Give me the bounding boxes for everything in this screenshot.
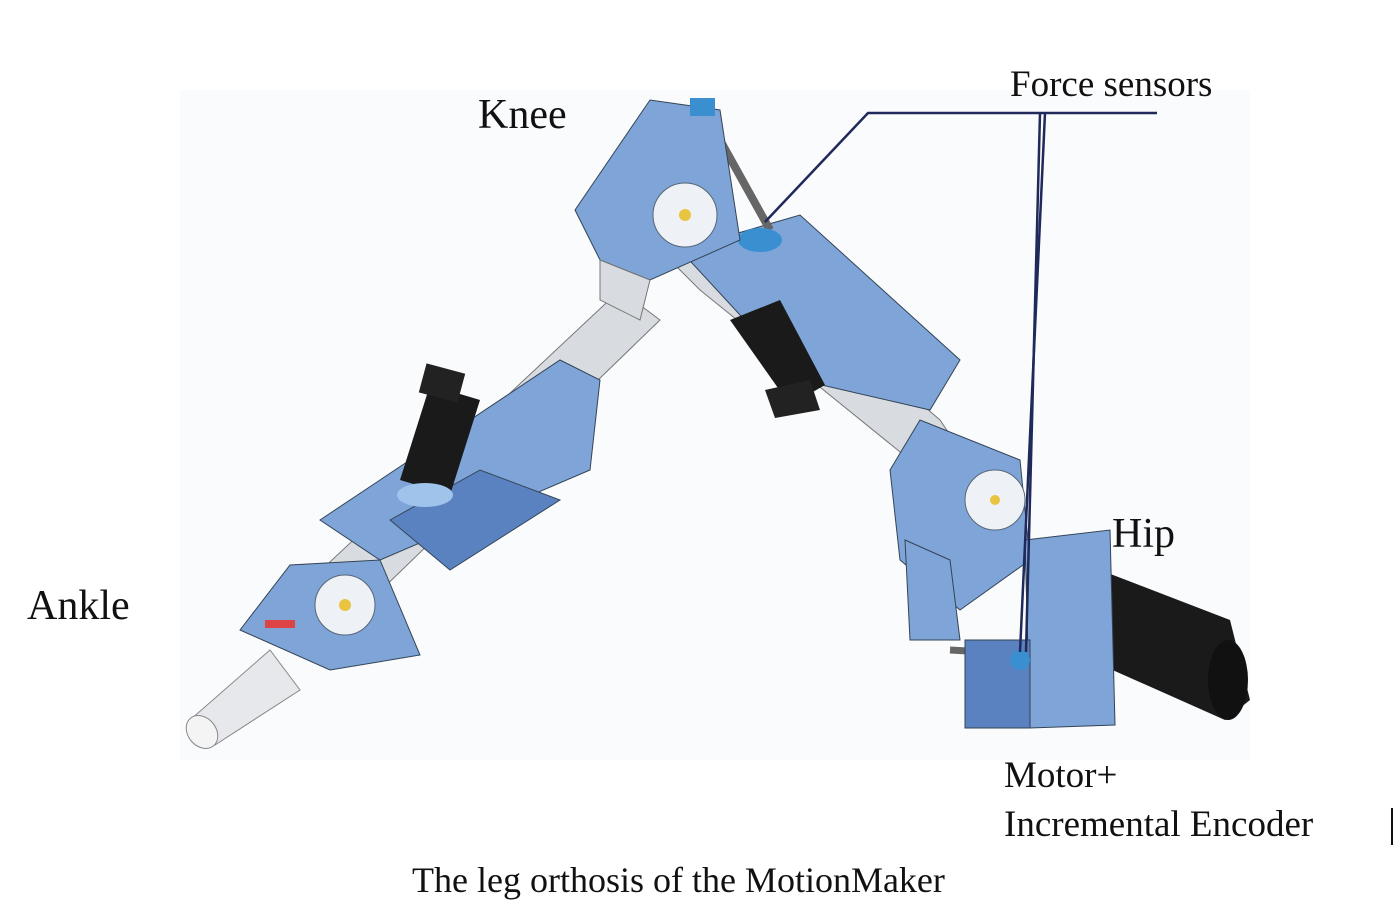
motor-label: Motor+ xyxy=(1004,755,1118,796)
force-sensor-leader-lines xyxy=(764,111,1157,653)
knee-label: Knee xyxy=(478,92,567,138)
force-sensors-label: Force sensors xyxy=(1010,64,1213,105)
thigh-motor xyxy=(730,228,825,418)
hip-label: Hip xyxy=(1112,511,1175,557)
encoder-label: Incremental Encoder xyxy=(1004,804,1314,845)
hip-motor xyxy=(964,529,1250,729)
thigh-segment xyxy=(648,138,961,461)
ankle-label: Ankle xyxy=(27,583,130,629)
shank-motor xyxy=(397,363,480,507)
figure-caption: The leg orthosis of the MotionMaker xyxy=(412,860,945,900)
knee-joint xyxy=(574,98,741,321)
ankle-joint xyxy=(239,559,421,671)
ankle-tube xyxy=(185,649,301,749)
hip-joint xyxy=(889,419,1041,659)
